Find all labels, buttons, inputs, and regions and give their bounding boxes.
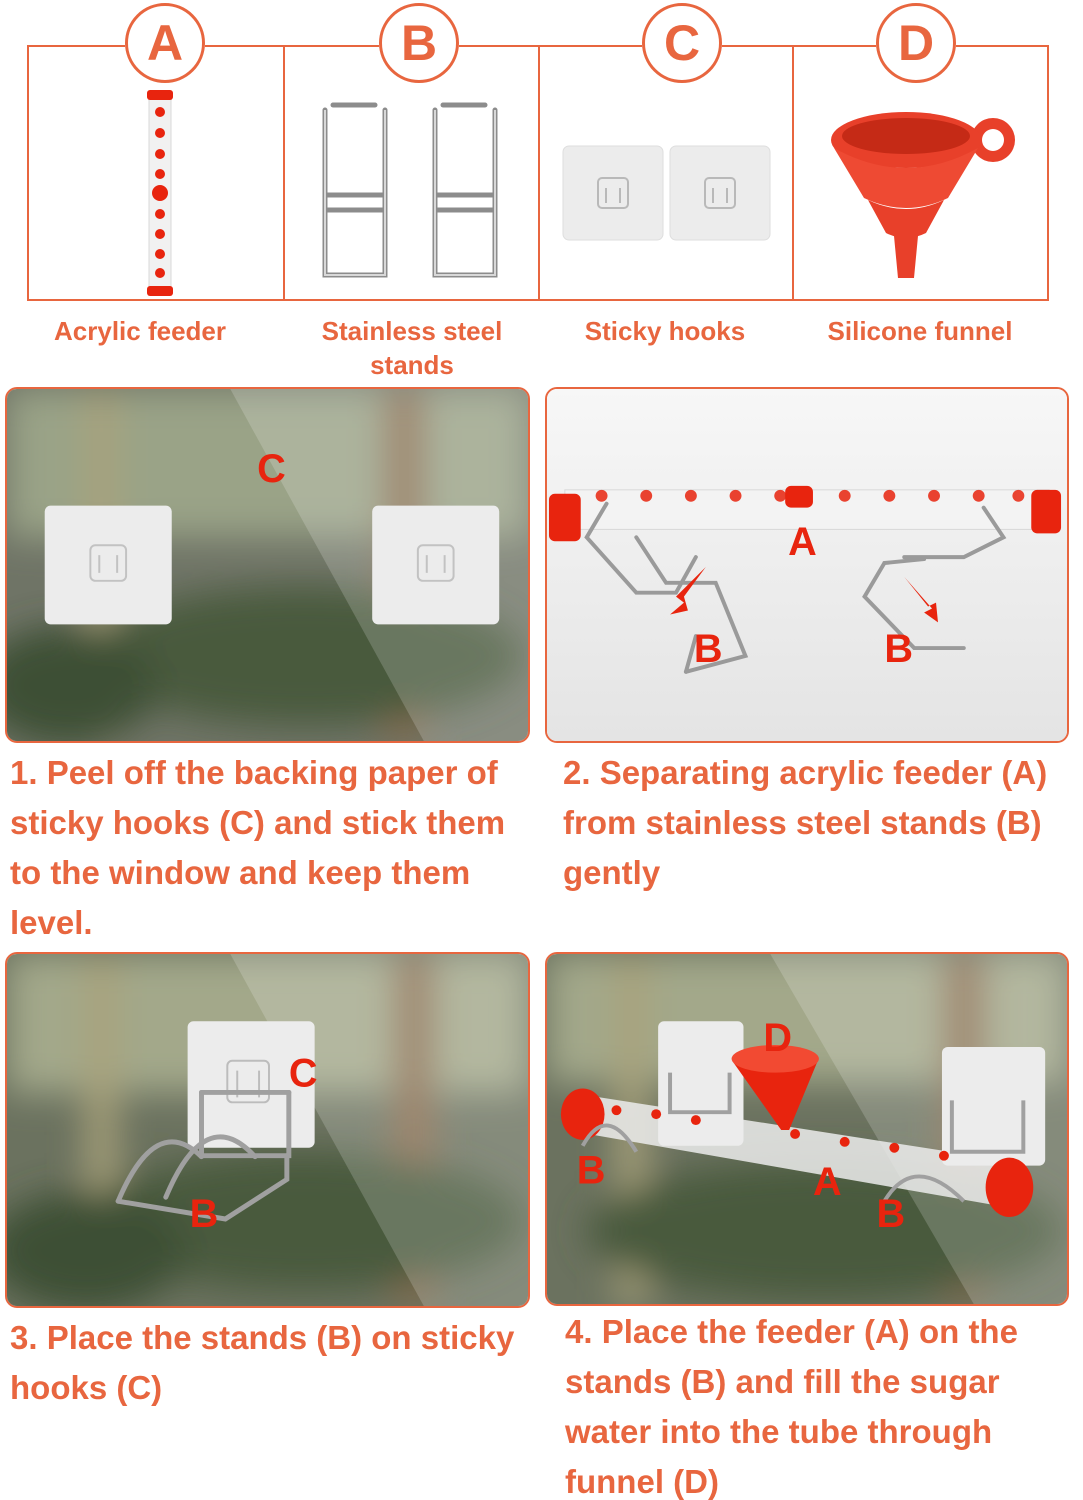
label-b: B <box>577 1148 606 1192</box>
part-badge-b: B <box>379 3 459 83</box>
step-2-text: 2. Separating acrylic feeder (A) from st… <box>563 754 1048 891</box>
stainless-steel-stands-image <box>322 102 498 278</box>
label-b: B <box>876 1192 905 1236</box>
part-divider <box>538 45 540 301</box>
part-caption-c: Sticky hooks <box>584 316 746 346</box>
label-d: D <box>763 1016 792 1060</box>
step-1-text: 1. Peel off the backing paper of sticky … <box>10 754 506 941</box>
label-a: A <box>813 1160 842 1204</box>
part-badge-d: D <box>876 3 956 83</box>
step-2-image: A B B <box>545 387 1069 743</box>
step-4-image: D A B B <box>545 952 1069 1306</box>
step-3-image: C B <box>5 952 530 1308</box>
step-3-text: 3. Place the stands (B) on sticky hooks … <box>10 1319 515 1406</box>
sticky-hooks-image <box>562 145 771 241</box>
label-a: A <box>788 520 817 564</box>
label-b: B <box>694 627 723 671</box>
label-b: B <box>190 1192 219 1236</box>
label-c: C <box>289 1052 318 1096</box>
acrylic-feeder-image <box>147 90 173 296</box>
part-badge-a: A <box>125 3 205 83</box>
part-caption-a: Acrylic feeder <box>54 316 226 346</box>
step-4-text: 4. Place the feeder (A) on the stands (B… <box>565 1313 1018 1500</box>
frame-top-segment <box>722 45 876 47</box>
silicone-funnel-image <box>831 112 1015 278</box>
part-badge-c: C <box>642 3 722 83</box>
frame-top-segment <box>27 45 125 47</box>
part-divider <box>792 45 794 301</box>
part-divider <box>283 45 285 301</box>
part-caption-d: Silicone funnel <box>827 316 1013 346</box>
frame-top-segment <box>205 45 379 47</box>
frame-top-segment <box>956 45 1049 47</box>
step-1-image: C <box>5 387 530 743</box>
frame-top-segment <box>459 45 642 47</box>
part-caption-b: Stainless steel stands <box>321 316 503 380</box>
label-b: B <box>884 627 913 671</box>
label-c: C <box>257 447 286 491</box>
